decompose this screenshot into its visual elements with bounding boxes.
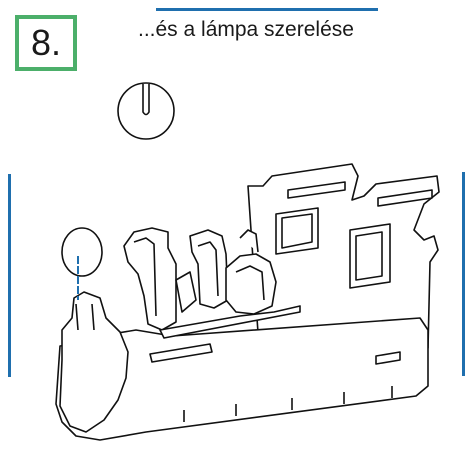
title-accent-bar	[156, 8, 378, 11]
lamp-part-icon	[117, 82, 175, 140]
lamp-holder-assembly-icon	[55, 163, 440, 441]
page-title: ...és a lámpa szerelése	[138, 18, 354, 41]
lamp-disk-icon	[61, 227, 103, 277]
right-accent-bar	[462, 172, 465, 376]
step-number-badge: 8.	[15, 15, 77, 71]
step-number: 8.	[30, 22, 62, 63]
left-accent-bar	[8, 174, 11, 377]
